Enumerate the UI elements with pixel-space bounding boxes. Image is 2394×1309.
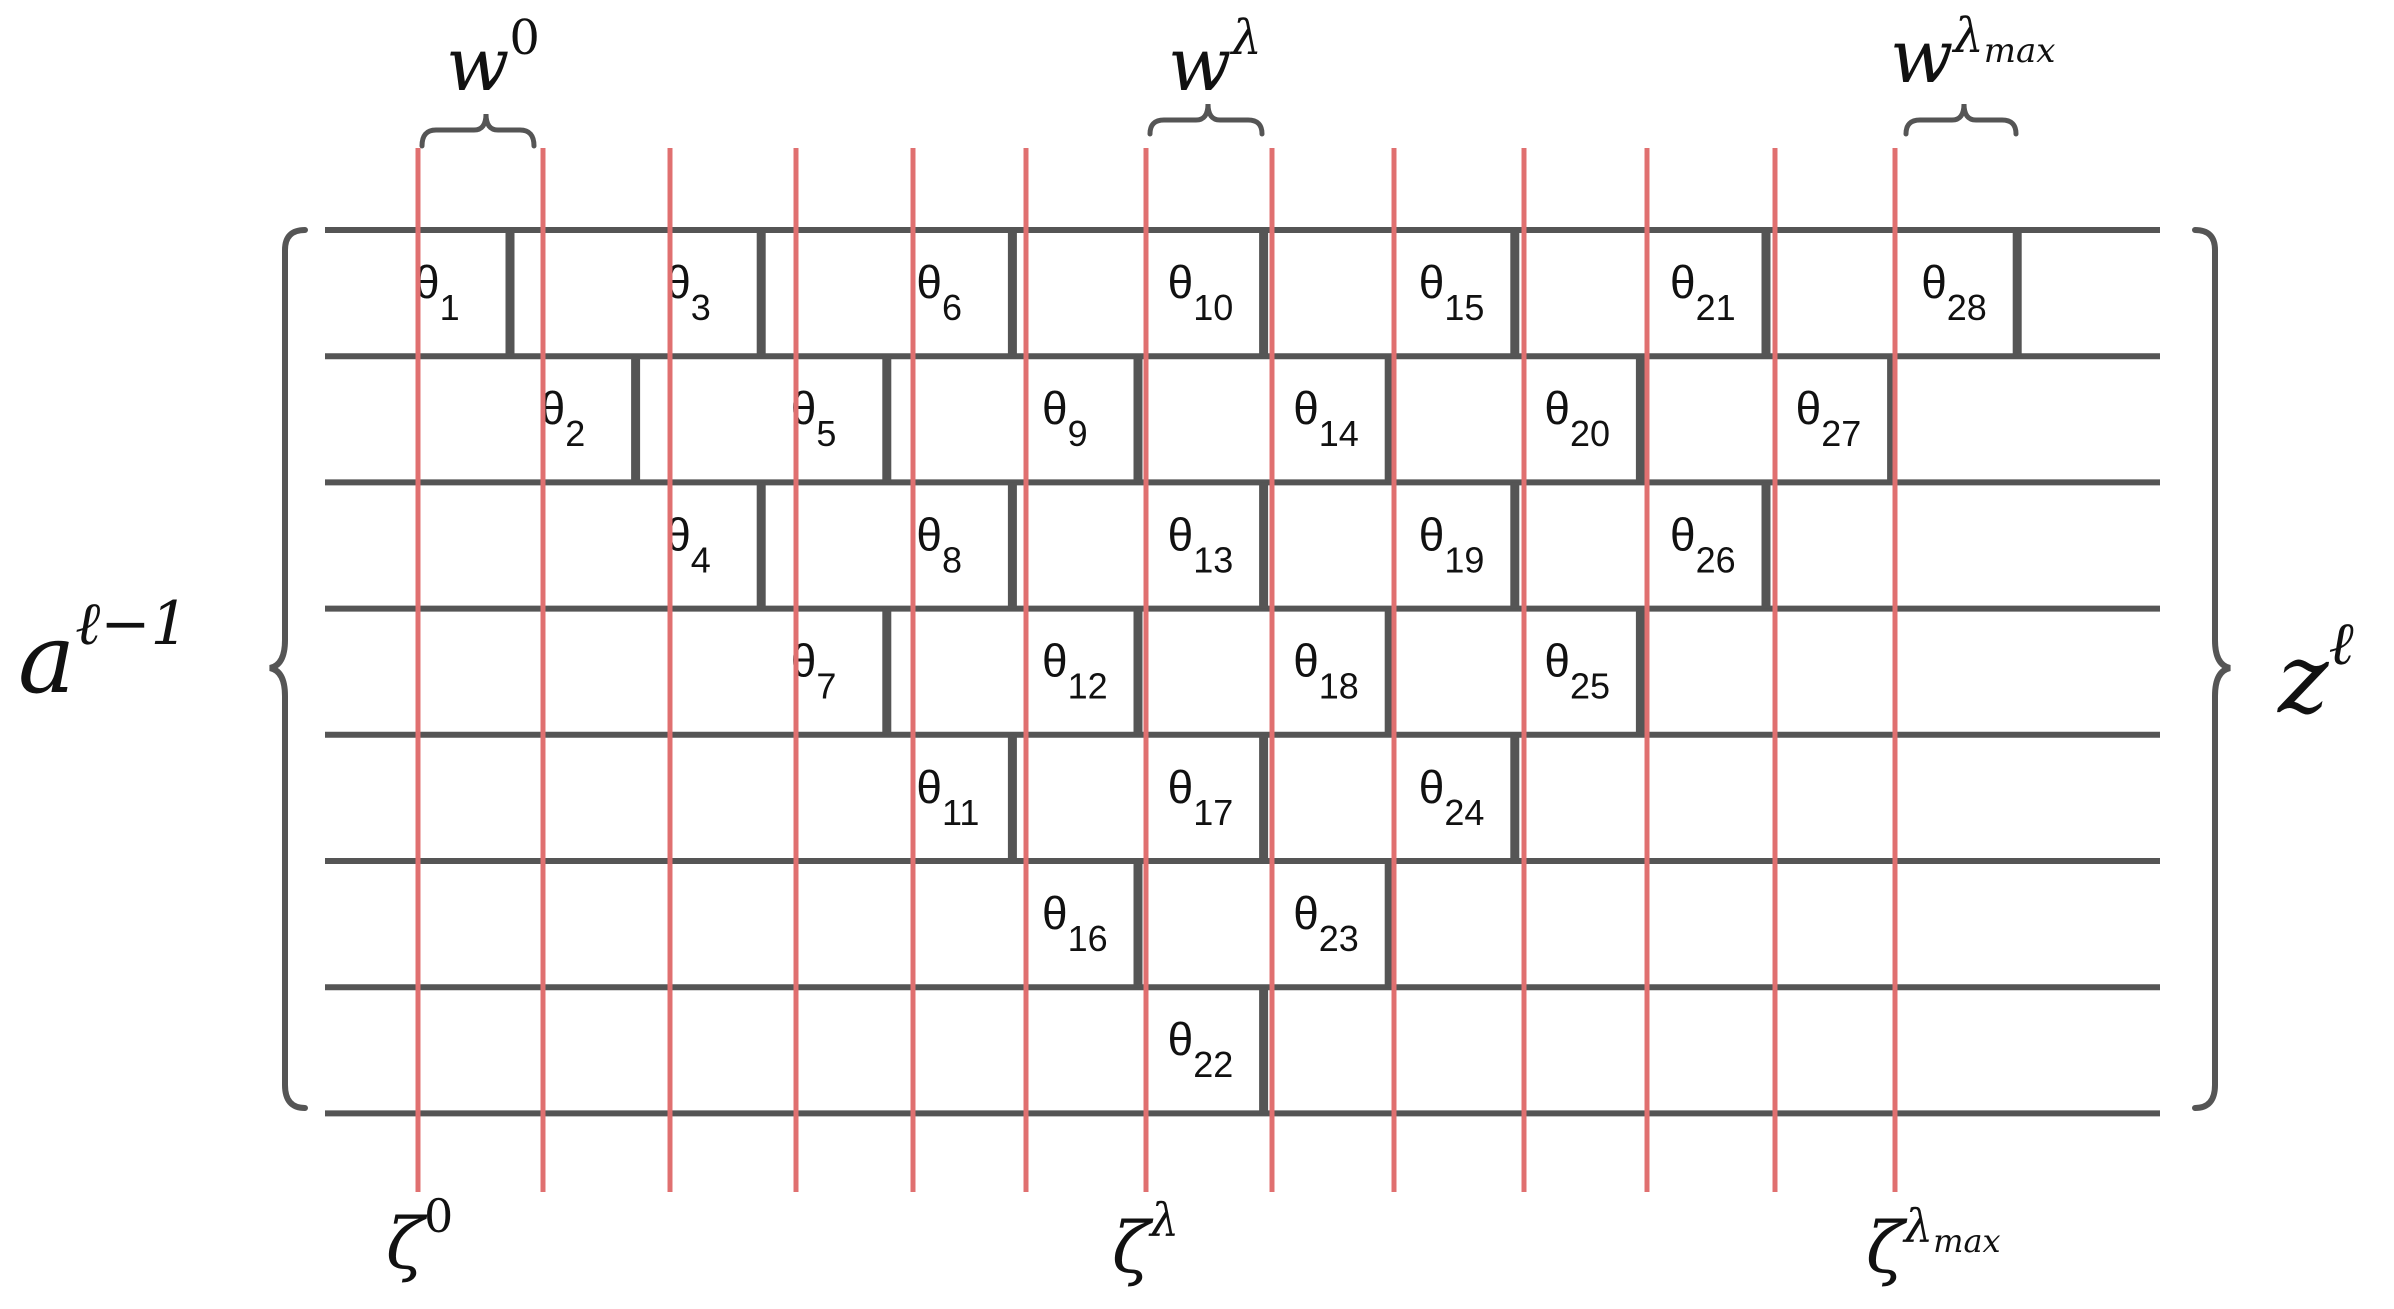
theta-label: θ28 xyxy=(1921,256,1987,328)
label-bottom-zeta0: ζ0 xyxy=(386,1189,453,1285)
label-top-wlambda: wλ xyxy=(1168,10,1262,108)
right-brace xyxy=(2192,227,2231,1111)
top-brace-w0 xyxy=(419,113,537,149)
theta-label: θ2 xyxy=(540,382,586,454)
theta-label: θ12 xyxy=(1042,635,1108,707)
theta-label: θ9 xyxy=(1042,382,1088,454)
red-vertical-lines xyxy=(415,148,1898,1192)
theta-label: θ24 xyxy=(1419,761,1485,833)
theta-label: θ17 xyxy=(1168,761,1234,833)
theta-label: θ27 xyxy=(1796,382,1862,454)
grid-horizontal-lines xyxy=(325,227,2160,1117)
label-top-w0: w0 xyxy=(446,10,540,108)
theta-label: θ6 xyxy=(916,256,962,328)
theta-label: θ22 xyxy=(1168,1013,1234,1085)
theta-label: θ25 xyxy=(1544,635,1610,707)
theta-label: θ11 xyxy=(916,761,979,833)
theta-label: θ19 xyxy=(1419,508,1485,580)
label-left: aℓ−1 xyxy=(18,589,189,715)
theta-label: θ1 xyxy=(414,256,460,328)
label-bottom-zetalambda: ζλ xyxy=(1112,1193,1179,1289)
theta-label: θ15 xyxy=(1419,256,1485,328)
theta-label: θ26 xyxy=(1670,508,1736,580)
theta-label: θ20 xyxy=(1544,382,1610,454)
top-brace-wlambdamax xyxy=(1903,103,2019,137)
label-top-wlambdamax: wλmax xyxy=(1890,8,2055,100)
theta-label: θ8 xyxy=(916,508,962,580)
theta-label: θ21 xyxy=(1670,256,1736,328)
theta-label: θ13 xyxy=(1168,508,1234,580)
theta-label: θ23 xyxy=(1293,887,1359,959)
left-brace xyxy=(269,227,308,1111)
theta-label: θ16 xyxy=(1042,887,1108,959)
theta-label: θ18 xyxy=(1293,635,1359,707)
label-bottom-zetalambdamax: ζλmax xyxy=(1866,1199,2001,1289)
top-brace-wlambda xyxy=(1147,103,1265,137)
theta-label: θ10 xyxy=(1168,256,1234,328)
label-right: zℓ xyxy=(2277,609,2354,735)
theta-label: θ14 xyxy=(1293,382,1359,454)
